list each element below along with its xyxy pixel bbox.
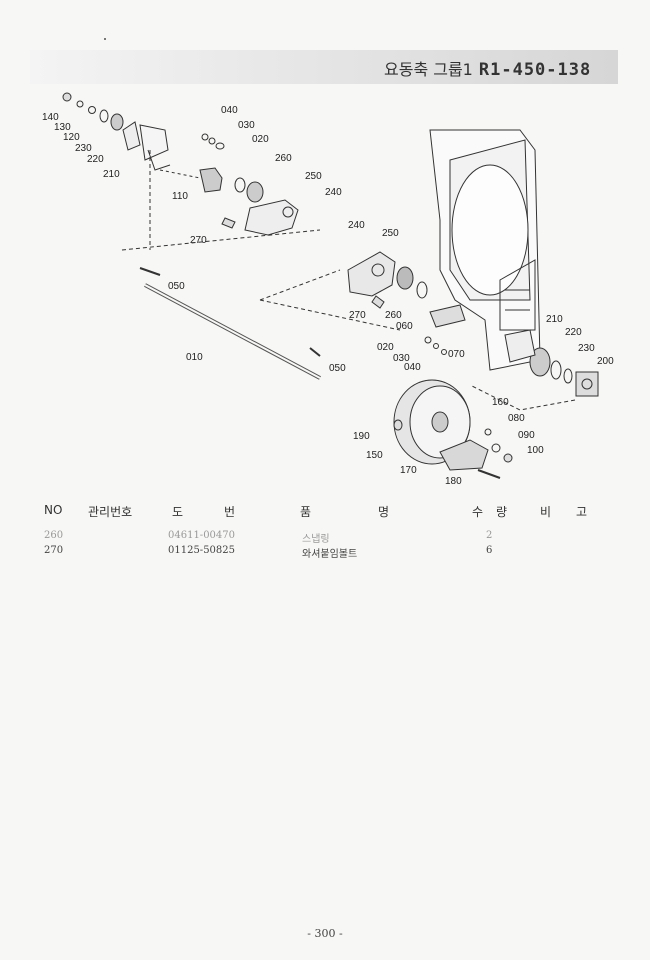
col-remark-1: 비 — [540, 505, 552, 519]
table-header: NO 관리번호 도 번 품 명 수 량 비 고 — [0, 503, 650, 519]
group-title: 요동축 그룹1 — [384, 60, 473, 79]
label-190: 190 — [353, 431, 370, 442]
label-210: 210 — [103, 169, 120, 180]
col-no: NO — [44, 503, 63, 517]
col-remark-2: 고 — [576, 505, 588, 519]
label-220: 220 — [87, 154, 104, 165]
page-title: 요동축 그룹1 R1-450-138 — [384, 56, 591, 80]
parts-diagram: 140 130 120 230 220 210 040 030 020 260 … — [42, 92, 614, 487]
label-170: 170 — [400, 465, 417, 476]
label-250b: 250 — [382, 228, 399, 239]
col-qty-2: 량 — [496, 505, 508, 519]
label-050b: 050 — [329, 363, 346, 374]
speck — [104, 38, 106, 40]
label-230: 230 — [75, 143, 92, 154]
label-040b: 040 — [404, 362, 421, 373]
label-140: 140 — [42, 112, 59, 123]
label-110: 110 — [172, 191, 188, 202]
label-080: 080 — [508, 413, 525, 424]
label-210b: 210 — [546, 314, 563, 325]
row-drawing-no: 04611-00470 — [168, 530, 236, 541]
label-240: 240 — [325, 187, 342, 198]
label-160: 160 — [492, 397, 509, 408]
label-180: 180 — [445, 476, 462, 487]
label-150: 150 — [366, 450, 383, 461]
label-260b: 260 — [385, 310, 402, 321]
page-number: - 300 - — [307, 927, 343, 940]
model-code: R1-450-138 — [478, 60, 592, 80]
table-row: 270 01125-50825 와셔붙임볼트 6 — [0, 545, 650, 560]
label-200: 200 — [597, 356, 614, 367]
row-qty: 6 — [486, 545, 493, 556]
label-270: 270 — [190, 235, 207, 246]
row-part-name: 와셔붙임볼트 — [302, 549, 358, 560]
label-120: 120 — [63, 132, 80, 143]
col-qty-1: 수 — [472, 505, 484, 519]
label-240b: 240 — [348, 220, 365, 231]
label-230b: 230 — [578, 343, 595, 354]
label-020: 020 — [252, 134, 269, 145]
label-270b: 270 — [349, 310, 366, 321]
col-part-name-2: 명 — [378, 505, 390, 519]
label-050: 050 — [168, 281, 185, 292]
row-no: 270 — [44, 545, 64, 556]
label-260: 260 — [275, 153, 292, 164]
label-070: 070 — [448, 349, 465, 360]
label-030b: 030 — [393, 353, 410, 364]
row-no: 260 — [44, 530, 64, 541]
label-250: 250 — [305, 171, 322, 182]
row-drawing-no: 01125-50825 — [168, 545, 236, 556]
row-qty: 2 — [486, 530, 493, 541]
label-020b: 020 — [377, 342, 394, 353]
col-drawing-no-1: 도 — [172, 505, 184, 519]
header-band — [30, 50, 618, 84]
label-090: 090 — [518, 430, 535, 441]
label-040: 040 — [221, 105, 238, 116]
label-030: 030 — [238, 120, 255, 131]
label-130: 130 — [54, 122, 71, 133]
label-220b: 220 — [565, 327, 582, 338]
col-part-name-1: 품 — [300, 505, 312, 519]
table-row: 260 04611-00470 스냅링 2 — [0, 530, 650, 545]
col-drawing-no-2: 번 — [224, 505, 236, 519]
col-mgmt-no: 관리번호 — [88, 505, 133, 519]
label-060: 060 — [396, 321, 413, 332]
row-part-name: 스냅링 — [302, 534, 330, 545]
label-010: 010 — [186, 352, 203, 363]
label-100: 100 — [527, 445, 544, 456]
